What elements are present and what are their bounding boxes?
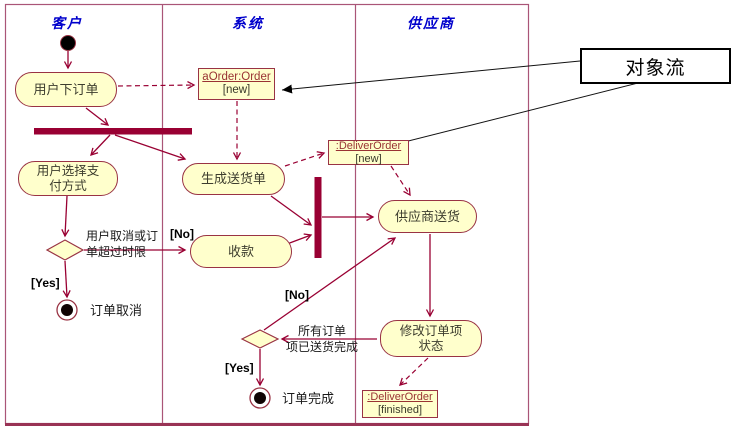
lane-title-supplier: 供应商 [407, 15, 455, 31]
guard-cancel-no: [No] [170, 227, 194, 241]
control-flow-arrows [61, 51, 435, 387]
initial-node [60, 35, 76, 51]
final-node-cancelled [56, 299, 78, 321]
activity-place-order: 用户下订单 [15, 72, 117, 107]
label-order-completed: 订单完成 [282, 391, 335, 406]
activity-generate-delivery: 生成送货单 [182, 163, 285, 195]
annotation-object-flow: 对象流 [580, 48, 731, 84]
note-all-delivered-condition: 所有订单 项已送货完成 [285, 324, 358, 354]
lane-title-customer: 客户 [51, 15, 83, 31]
fork-bar [34, 128, 192, 135]
final-node-completed [249, 387, 271, 409]
activity-supplier-deliver: 供应商送货 [378, 200, 477, 233]
note-cancel-condition: 用户取消或订 单超过时限 [86, 229, 159, 259]
object-flow-arrows [117, 81, 429, 386]
decision-cancel-diamond [45, 239, 85, 261]
decision-all-delivered-diamond [240, 329, 280, 349]
swimlane-frame [4, 3, 530, 426]
guard-delivered-no: [No] [285, 288, 309, 302]
guard-cancel-yes: [Yes] [31, 276, 60, 290]
object-deliver-order-finished: :DeliverOrder [finished] [362, 390, 438, 418]
lane-title-system: 系统 [232, 15, 264, 31]
join-bar [314, 177, 322, 258]
object-order-new: aOrder:Order [new] [198, 68, 275, 100]
object-deliver-order-new: :DeliverOrder [new] [328, 140, 409, 165]
label-order-cancelled: 订单取消 [90, 303, 143, 318]
activity-update-item-status: 修改订单项 状态 [380, 320, 482, 357]
activity-choose-payment: 用户选择支 付方式 [18, 161, 118, 196]
guard-delivered-yes: [Yes] [225, 361, 254, 375]
activity-collect-payment: 收款 [190, 235, 292, 268]
